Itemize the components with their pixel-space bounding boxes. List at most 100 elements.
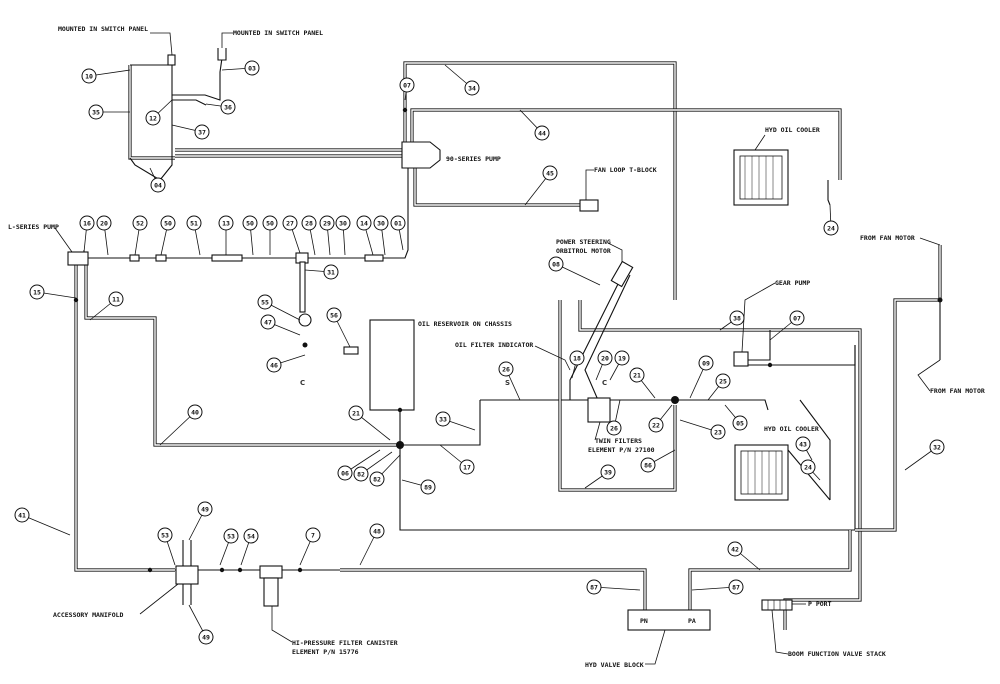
callout-number: 29 (323, 220, 331, 228)
callout-circle (323, 264, 339, 280)
callout-c45: 45 (524, 165, 558, 206)
callout-c38: 38 (719, 310, 745, 331)
callout-number: 42 (731, 546, 739, 554)
callout-circle (197, 501, 213, 517)
callout-circle (698, 355, 714, 371)
callout-circle (729, 310, 745, 326)
hose-14 (364, 254, 384, 262)
callout-number: 08 (552, 261, 560, 269)
callout-circle (96, 215, 112, 231)
callout-c23: 23 (679, 419, 726, 440)
callout-c87b: 87 (691, 579, 744, 595)
callout-circle (194, 124, 210, 140)
callout-number: 38 (733, 315, 741, 323)
callout-c46: 46 (266, 354, 306, 373)
callout-number: 47 (264, 319, 272, 327)
callout-number: 33 (439, 416, 447, 424)
label-twin-filters-1: TWIN FILTERS (595, 437, 642, 445)
label-series90-pump: 90-SERIES PUMP (446, 155, 501, 163)
callout-circle (728, 579, 744, 595)
callout-number: 10 (85, 73, 93, 81)
junction-12 (767, 362, 773, 368)
junction-1 (396, 441, 404, 449)
callout-circle (88, 104, 104, 120)
callout-number: 03 (248, 65, 256, 73)
callout-c41: 41 (14, 507, 71, 536)
callout-number: 32 (933, 444, 941, 452)
callout-circle (150, 177, 166, 193)
callout-circle (795, 436, 811, 452)
label-port-pa: PA (688, 617, 696, 625)
callout-number: 53 (227, 533, 235, 541)
callout-circle (326, 307, 342, 323)
callout-number: 16 (83, 220, 91, 228)
callout-circle (569, 350, 585, 366)
callout-circle (29, 284, 45, 300)
label-oil-reservoir: OIL RESERVOIR ON CHASSIS (418, 320, 512, 328)
fitting-31 (299, 261, 306, 313)
callout-circle (373, 215, 389, 231)
callout-c53a: 53 (157, 527, 176, 566)
callout-circle (223, 528, 239, 544)
label-hyd-oil-cooler-1: HYD OIL COOLER (765, 126, 820, 134)
callout-circle (800, 459, 816, 475)
callout-number: 21 (633, 372, 641, 380)
callout-c7: 7 (299, 527, 321, 566)
callout-c30b: 30 (373, 215, 389, 256)
callout-c28: 28 (301, 215, 317, 256)
callout-number: 52 (136, 220, 144, 228)
oil-reservoir-icon (369, 319, 415, 411)
callout-circle (337, 465, 353, 481)
switch-panel-sensor-2 (217, 48, 227, 61)
callout-c48: 48 (359, 523, 385, 566)
callout-c18: 18 (569, 350, 585, 379)
callout-circle (727, 541, 743, 557)
callout-circle (187, 404, 203, 420)
callout-circle (640, 457, 656, 473)
callout-number: 48 (373, 528, 381, 536)
callout-circle (586, 579, 602, 595)
callout-number: 34 (468, 85, 476, 93)
label-fan-loop: FAN LOOP T-BLOCK (594, 166, 657, 174)
callout-c52: 52 (132, 215, 148, 256)
callout-circle (145, 110, 161, 126)
watermark-letter-s: S (505, 379, 510, 387)
callout-number: 37 (198, 129, 206, 137)
callout-c21b: 21 (348, 405, 391, 441)
callout-circle (108, 291, 124, 307)
twin-filters-icon (587, 397, 611, 423)
junction-5 (937, 297, 943, 303)
callout-circle (282, 215, 298, 231)
callout-circle (319, 215, 335, 231)
callout-c14: 14 (356, 215, 374, 256)
callout-c51: 51 (186, 215, 202, 256)
callout-circle (369, 471, 385, 487)
callout-number: 87 (590, 584, 598, 592)
components (67, 48, 943, 631)
callout-circle (732, 415, 748, 431)
callout-circle (198, 629, 214, 645)
callout-c03: 03 (221, 60, 260, 76)
label-accessory-manifold: ACCESSORY MANIFOLD (53, 611, 124, 619)
label-hyd-valve-block: HYD VALVE BLOCK (585, 661, 644, 669)
callout-c04: 04 (149, 167, 166, 193)
callout-number: 50 (164, 220, 172, 228)
callout-c08: 08 (548, 256, 601, 286)
callout-circle (335, 215, 351, 231)
callout-c35: 35 (88, 104, 130, 120)
gear-pump-icon (733, 351, 749, 367)
callout-number: 11 (112, 296, 120, 304)
junction-2 (671, 396, 679, 404)
callout-number: 14 (360, 220, 368, 228)
label-switch-panel-1: MOUNTED IN SWITCH PANEL (58, 25, 148, 33)
filter-indicator-icon (298, 313, 312, 327)
callout-leader (555, 263, 601, 286)
callout-number: 39 (604, 469, 612, 477)
label-gear-pump: GEAR PUMP (775, 279, 810, 287)
callout-circle (435, 411, 451, 427)
callout-c53b: 53 (219, 528, 239, 566)
callout-c05: 05 (724, 404, 748, 431)
callout-number: 89 (424, 484, 432, 492)
